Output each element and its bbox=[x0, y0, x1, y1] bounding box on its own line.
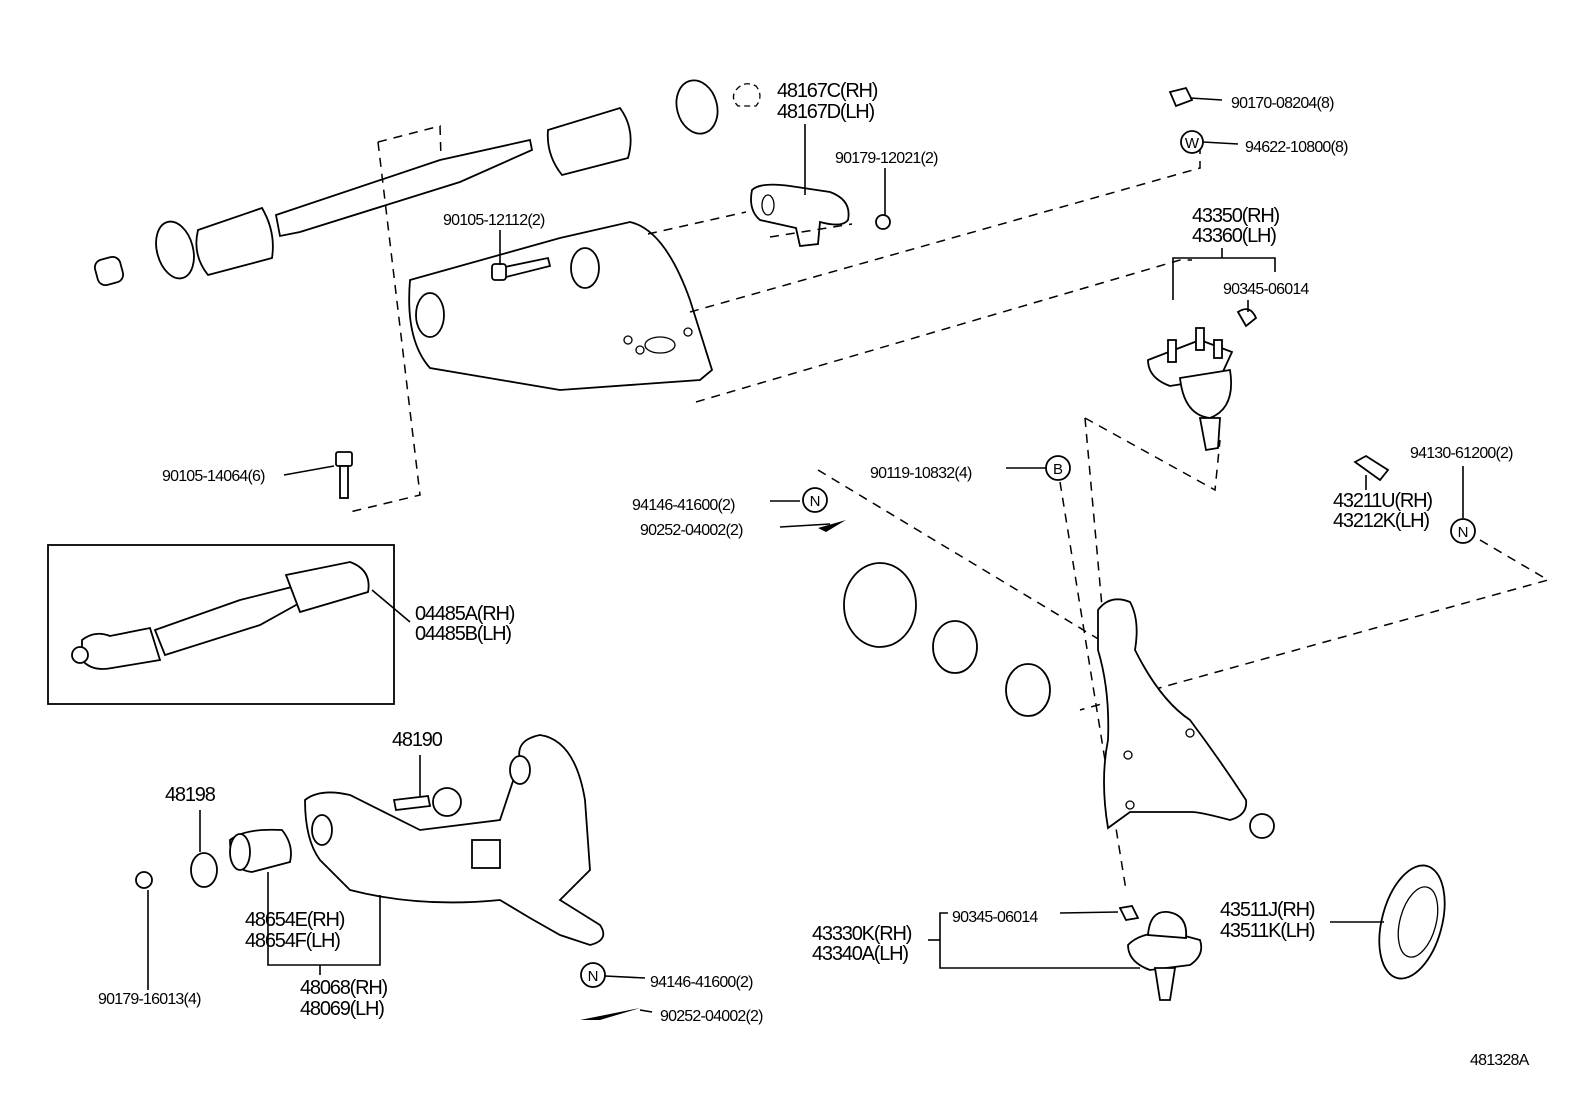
label-90170-08204: 90170-08204(8) bbox=[1231, 95, 1334, 112]
label-90252-04002-left: 90252-04002(2) bbox=[640, 522, 743, 539]
label-43330k: 43330K(RH) bbox=[812, 923, 912, 945]
label-48167d: 48167D(LH) bbox=[777, 101, 874, 123]
label-43350: 43350(RH) bbox=[1192, 205, 1280, 227]
label-90105-14064: 90105-14064(6) bbox=[162, 468, 265, 485]
nut-cotter-left: N bbox=[770, 469, 1101, 641]
label-94146-41600-bottom: 94146-41600(2) bbox=[650, 974, 753, 991]
upper-arm-assembly-box bbox=[47, 544, 411, 705]
lower-arm bbox=[135, 734, 605, 990]
label-90179-16013: 90179-16013(4) bbox=[98, 991, 201, 1008]
label-04485a: 04485A(RH) bbox=[415, 603, 515, 625]
label-90179-12021: 90179-12021(2) bbox=[835, 150, 938, 167]
label-90105-12112: 90105-12112(2) bbox=[443, 212, 545, 229]
nut-right: N bbox=[1079, 454, 1550, 711]
label-90252-04002-bottom: 90252-04002(2) bbox=[660, 1008, 763, 1025]
label-48068: 48068(RH) bbox=[300, 977, 388, 999]
label-43511k: 43511K(LH) bbox=[1220, 920, 1315, 942]
label-43212k: 43212K(LH) bbox=[1333, 510, 1429, 532]
label-43340a: 43340A(LH) bbox=[812, 943, 908, 965]
label-90119-10832: 90119-10832(4) bbox=[870, 465, 972, 482]
washer-symbol-letter: W bbox=[1185, 135, 1200, 152]
label-43211u: 43211U(RH) bbox=[1333, 490, 1432, 512]
label-43511j: 43511J(RH) bbox=[1220, 899, 1315, 921]
upper-arm-shaft-exploded bbox=[93, 79, 761, 513]
figure-id: 481328A bbox=[1470, 1052, 1530, 1069]
label-48654f: 48654F(LH) bbox=[245, 930, 340, 952]
nut-symbol-letter-bottom: N bbox=[588, 968, 599, 985]
upper-ball-joint bbox=[1084, 248, 1276, 641]
label-94622-10800: 94622-10800(8) bbox=[1245, 139, 1348, 156]
upper-arm-bushing bbox=[750, 183, 891, 247]
bolt-symbol-letter: B bbox=[1053, 461, 1063, 478]
label-43360: 43360(LH) bbox=[1192, 225, 1276, 247]
nut-and-washer: W bbox=[1168, 86, 1239, 154]
label-04485b: 04485B(LH) bbox=[415, 623, 511, 645]
nut-cotter-bottom: N bbox=[580, 962, 653, 1020]
label-48654e: 48654E(RH) bbox=[245, 909, 345, 931]
label-90345-06014-upper: 90345-06014 bbox=[1223, 281, 1309, 298]
label-48069: 48069(LH) bbox=[300, 998, 384, 1020]
label-48167c: 48167C(RH) bbox=[777, 80, 878, 102]
bolt-upper-arm bbox=[491, 256, 552, 281]
nut-symbol-letter: N bbox=[810, 493, 821, 510]
bolt-bracket bbox=[335, 451, 353, 499]
label-48190: 48190 bbox=[392, 729, 443, 751]
part-labels: 48167C(RH) 48167D(LH) 90179-12021(2) 901… bbox=[98, 80, 1530, 1069]
upper-arm bbox=[408, 150, 1201, 403]
label-94130-61200: 94130-61200(2) bbox=[1410, 445, 1513, 462]
steering-knuckle bbox=[843, 562, 1275, 839]
lower-ball-joint bbox=[928, 864, 1446, 1001]
label-90345-06014-lower: 90345-06014 bbox=[952, 909, 1038, 926]
nut-symbol-letter-right: N bbox=[1458, 524, 1469, 541]
label-94146-41600-left: 94146-41600(2) bbox=[632, 497, 735, 514]
label-48198: 48198 bbox=[165, 784, 216, 806]
